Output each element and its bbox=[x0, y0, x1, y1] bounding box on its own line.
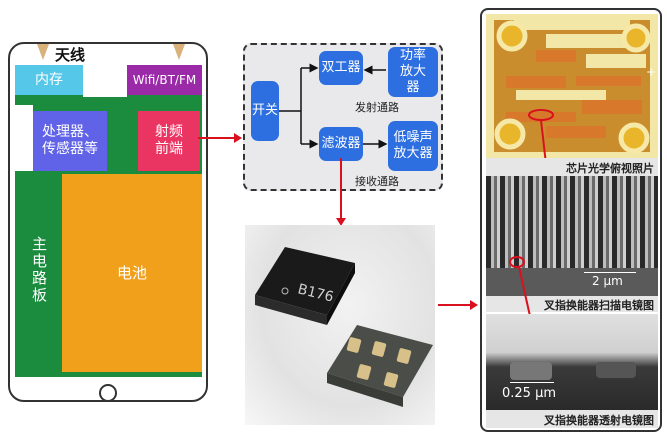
tem-scale-label: 0.25 μm bbox=[502, 386, 557, 401]
tx-path-label: 发射通路 bbox=[355, 101, 399, 114]
filter-block: 滤波器 bbox=[319, 127, 363, 161]
tem-electrode-left bbox=[510, 362, 552, 380]
sem-caption: 叉指换能器扫描电镜图 bbox=[544, 299, 654, 312]
power-amplifier-block: 功率放大器 bbox=[388, 47, 438, 97]
rf-connections bbox=[279, 63, 388, 149]
blank-block bbox=[83, 65, 127, 97]
tem-caption-bar bbox=[486, 410, 658, 428]
optical-caption: 芯片光学俯视照片 bbox=[566, 162, 654, 175]
arrow-head-icon bbox=[234, 133, 242, 143]
tem-scale-bar bbox=[510, 382, 554, 383]
optical-image: + bbox=[486, 14, 658, 158]
memory-block: 内存 bbox=[15, 65, 83, 95]
arrow-to-rf-diagram bbox=[198, 137, 236, 139]
sem-scale-bar bbox=[584, 272, 636, 273]
chip-top bbox=[255, 247, 355, 315]
chip-photo: B176 bbox=[245, 225, 435, 425]
wifi-block: Wifi/BT/FM bbox=[127, 65, 202, 95]
processor-block: 处理器、传感器等 bbox=[33, 111, 107, 171]
antenna-right-icon bbox=[173, 44, 185, 60]
duplexer-block: 双工器 bbox=[319, 51, 363, 85]
antenna-left-icon bbox=[37, 44, 49, 60]
optical-caption-bar bbox=[486, 158, 658, 176]
arrow-head-icon bbox=[470, 300, 478, 310]
blank-left-block bbox=[15, 105, 33, 171]
rf-front-end-block: 射频前端 bbox=[138, 111, 200, 171]
arrow-to-chip-photo bbox=[340, 158, 342, 220]
tem-electrode-right bbox=[596, 362, 636, 378]
arrow-head-icon bbox=[336, 218, 346, 226]
antenna-label: 天线 bbox=[55, 46, 86, 64]
lna-block: 低噪声放大器 bbox=[388, 121, 438, 171]
phone-screen: 内存 Wifi/BT/FM 处理器、传感器等 射频前端 电池 主电路板 bbox=[15, 65, 203, 377]
chip-illustration: B176 bbox=[255, 247, 433, 407]
mainboard-label: 主电路板 bbox=[30, 236, 48, 304]
home-button[interactable] bbox=[99, 384, 117, 402]
micrograph-panel: + 芯片光学俯视照片 2 μm 叉指换能器扫描电镜图 0.25 μm 叉指换能器… bbox=[480, 8, 662, 432]
rf-front-end-diagram: 开关 双工器 功率放大器 滤波器 低噪声放大器 发射通路 接收通路 bbox=[243, 43, 443, 191]
tem-caption: 叉指换能器透射电镜图 bbox=[544, 414, 654, 427]
arrow-to-micrographs bbox=[438, 304, 472, 306]
battery-block: 电池 bbox=[62, 174, 202, 372]
svg-text:+: + bbox=[646, 65, 656, 79]
switch-block: 开关 bbox=[251, 81, 279, 141]
rx-path-label: 接收通路 bbox=[355, 175, 399, 188]
sem-scale-label: 2 μm bbox=[592, 274, 623, 288]
